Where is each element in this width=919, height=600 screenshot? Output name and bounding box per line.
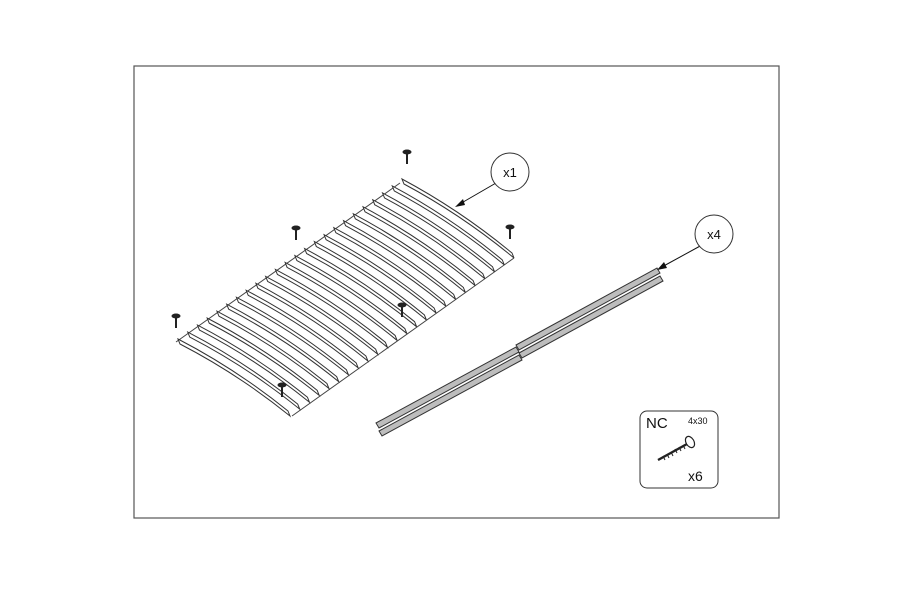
- base-screws: [171, 149, 515, 397]
- bed-slat: [245, 289, 360, 370]
- hardware-code: NC: [646, 415, 668, 432]
- bed-slat: [177, 337, 292, 418]
- bed-slat: [362, 205, 476, 286]
- bed-slat: [293, 254, 408, 334]
- slat-frame-edge: [175, 182, 401, 343]
- screw-icon: [397, 302, 407, 317]
- bed-slat: [284, 261, 399, 343]
- screw-icon: [277, 382, 287, 397]
- bed-slat: [342, 219, 457, 300]
- bed-slat: [313, 240, 427, 321]
- bed-slat: [206, 317, 321, 397]
- slat-frame-edge: [291, 257, 515, 417]
- bed-slat: [264, 275, 379, 356]
- screw-icon: [505, 224, 515, 239]
- bed-slat: [391, 184, 505, 266]
- callout-slat-base: x1: [455, 152, 530, 207]
- side-rails: [375, 267, 664, 437]
- screw-icon: [171, 313, 181, 328]
- hardware-qty: x6: [688, 468, 703, 484]
- callout-rails: x4: [657, 214, 734, 270]
- bed-slat: [332, 226, 447, 307]
- slat-base-qty-label: x1: [503, 165, 517, 180]
- screw-icon: [402, 149, 412, 164]
- bed-slat: [401, 177, 515, 259]
- screw-icon: [291, 225, 301, 240]
- bed-slat: [196, 324, 311, 404]
- slatted-bed-base: [175, 177, 515, 418]
- rail-qty-label: x4: [707, 227, 721, 242]
- screw-icon: [657, 435, 696, 462]
- bed-slat: [323, 233, 437, 314]
- rail-upper-pair: [375, 346, 523, 437]
- bed-slat: [215, 310, 331, 391]
- hardware-box: NC 4x30 x6: [639, 410, 719, 489]
- bed-slat: [235, 296, 350, 377]
- bed-slat: [371, 198, 486, 279]
- bed-slat: [254, 282, 370, 363]
- bed-slat: [303, 247, 418, 328]
- bed-slat: [186, 330, 301, 411]
- bed-slat: [381, 191, 495, 273]
- rail-lower-pair: [515, 267, 664, 359]
- diagram-frame: [133, 65, 780, 519]
- bed-slat: [352, 212, 466, 293]
- bed-slat: [225, 303, 340, 384]
- bed-slat: [274, 268, 389, 349]
- hardware-size: 4x30: [688, 416, 708, 426]
